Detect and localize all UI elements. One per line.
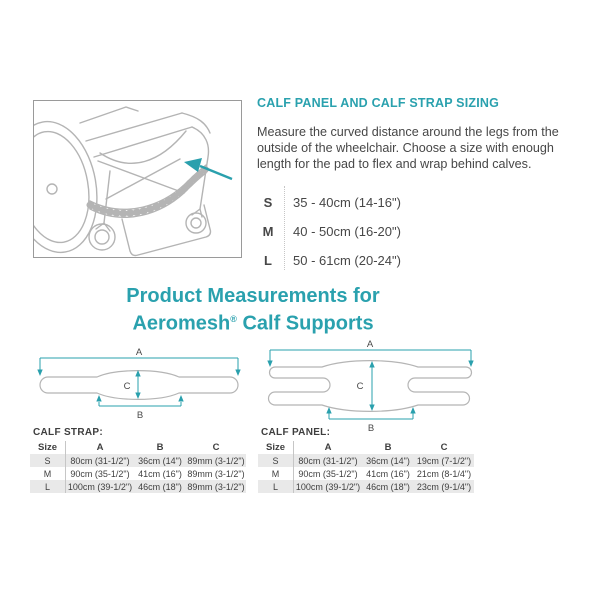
header-c: C — [440, 442, 448, 453]
header-b: B — [384, 442, 392, 453]
table-header-row: Size A B C — [258, 441, 474, 454]
cell-a: 90cm (35-1/2") — [298, 468, 358, 479]
table-row: S 80cm (31-1/2") 36cm (14") 89mm (3-1/2"… — [30, 454, 246, 467]
cell-c: 21cm (8-1/4") — [416, 468, 472, 479]
dim-label-c: C — [357, 381, 364, 392]
size-row-medium: M 40 - 50cm (16-20") — [257, 217, 557, 246]
cell-c: 89mm (3-1/2") — [187, 468, 245, 479]
cell-b: 41cm (16") — [366, 468, 410, 479]
size-range: 35 - 40cm (14-16") — [293, 195, 401, 210]
calf-panel-table-title: CALF PANEL: — [261, 427, 331, 438]
product-heading-line2: Aeromesh® Calf Supports — [0, 308, 506, 336]
pointer-arrow-icon — [184, 158, 233, 181]
sizing-body-text: Measure the curved distance around the l… — [257, 124, 569, 172]
table-row: M 90cm (35-1/2") 41cm (16") 89mm (3-1/2"… — [30, 467, 246, 480]
size-range: 50 - 61cm (20-24") — [293, 253, 401, 268]
size-row-small: S 35 - 40cm (14-16") — [257, 188, 557, 217]
size-label: L — [264, 253, 272, 268]
size-row-large: L 50 - 61cm (20-24") — [257, 246, 557, 275]
header-size: Size — [30, 441, 66, 454]
cell-c: 89mm (3-1/2") — [187, 481, 245, 492]
cell-b: 46cm (18") — [138, 481, 182, 492]
cell-a: 100cm (39-1/2") — [295, 481, 361, 492]
cell-b: 36cm (14") — [138, 455, 182, 466]
table-row: L 100cm (39-1/2") 46cm (18") 89mm (3-1/2… — [30, 480, 246, 493]
sizing-body-line: Measure the curved distance around the l… — [257, 125, 559, 139]
dim-label-c: C — [124, 381, 131, 392]
sizing-section-heading: CALF PANEL AND CALF STRAP SIZING — [257, 96, 500, 110]
size-range: 40 - 50cm (16-20") — [293, 224, 401, 239]
calf-strap-table: Size A B C S 80cm (31-1/2") 36cm (14") 8… — [30, 441, 246, 493]
cell-a: 80cm (31-1/2") — [70, 455, 130, 466]
calf-panel-table: Size A B C S 80cm (31-1/2") 36cm (14") 1… — [258, 441, 474, 493]
table-row: L 100cm (39-1/2") 46cm (18") 23cm (9-1/4… — [258, 480, 474, 493]
wheelchair-illustration-box — [10, 100, 242, 258]
brand-name: Aeromesh — [132, 312, 231, 335]
cell-b: 41cm (16") — [138, 468, 182, 479]
calf-panel-diagram: A C B — [267, 339, 474, 434]
cell-size: S — [258, 454, 294, 467]
cell-size: M — [30, 467, 66, 480]
table-row: M 90cm (35-1/2") 41cm (16") 21cm (8-1/4"… — [258, 467, 474, 480]
calf-strap-shape — [39, 370, 239, 400]
size-list: S 35 - 40cm (14-16") M 40 - 50cm (16-20"… — [257, 188, 557, 275]
cell-size: L — [258, 480, 294, 493]
product-heading-line1: Product Measurements for — [126, 285, 380, 307]
cell-b: 36cm (14") — [366, 455, 410, 466]
dim-label-b: B — [137, 410, 143, 421]
header-size: Size — [258, 441, 294, 454]
header-a: A — [96, 442, 104, 453]
wheelchair-illustration — [10, 106, 233, 257]
cell-a: 80cm (31-1/2") — [298, 455, 358, 466]
cell-a: 100cm (39-1/2") — [67, 481, 133, 492]
cell-size: S — [30, 454, 66, 467]
registered-mark: ® — [230, 314, 237, 324]
cell-a: 90cm (35-1/2") — [70, 468, 130, 479]
calf-panel-shape — [267, 360, 473, 412]
header-b: B — [156, 442, 164, 453]
sizing-body-line: length for the pad to flex and wrap behi… — [257, 157, 532, 171]
cell-b: 46cm (18") — [366, 481, 410, 492]
size-label: S — [263, 195, 273, 210]
cell-size: M — [258, 467, 294, 480]
cell-c: 89mm (3-1/2") — [187, 455, 245, 466]
dim-label-b: B — [368, 423, 374, 434]
cell-c: 23cm (9-1/4") — [416, 481, 472, 492]
header-a: A — [324, 442, 332, 453]
cell-size: L — [30, 480, 66, 493]
dim-label-a: A — [136, 347, 143, 358]
calf-strap-diagram: A C B — [37, 347, 241, 421]
table-header-row: Size A B C — [30, 441, 246, 454]
header-c: C — [212, 442, 220, 453]
cell-c: 19cm (7-1/2") — [416, 455, 472, 466]
calf-strap-table-title: CALF STRAP: — [33, 427, 103, 438]
size-list-divider — [284, 186, 285, 270]
dim-label-a: A — [367, 339, 374, 350]
table-row: S 80cm (31-1/2") 36cm (14") 19cm (7-1/2"… — [258, 454, 474, 467]
product-name: Calf Supports — [236, 312, 374, 335]
product-measurements-heading: Product Measurements for Aeromesh® Calf … — [0, 285, 506, 336]
size-label: M — [262, 224, 274, 239]
sizing-body-line: outside of the wheelchair. Choose a size… — [257, 141, 554, 155]
